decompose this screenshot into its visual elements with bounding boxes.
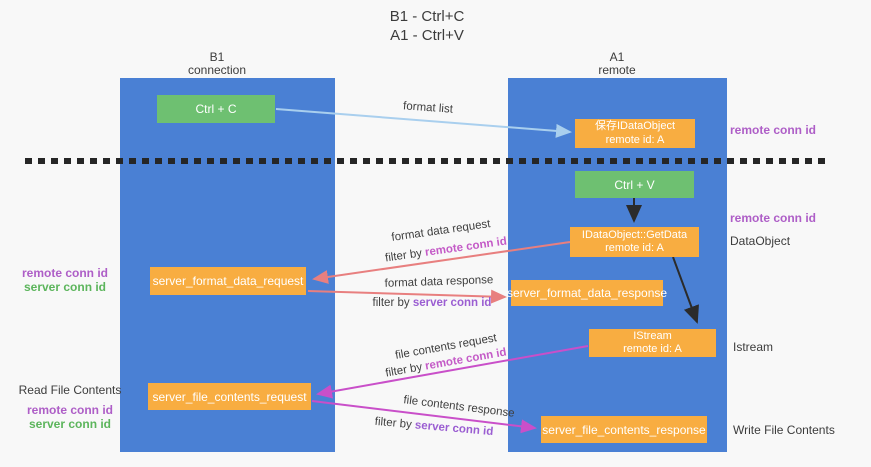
node-getdata-line2: remote id: A — [605, 242, 664, 254]
filter-prefix: filter by — [384, 246, 426, 265]
lane-b1-title: B1 — [209, 50, 225, 64]
edge-label-filter-file-response: filter by server conn id — [374, 416, 493, 438]
node-idataobject-getdata: IDataObject::GetData remote id: A — [570, 227, 699, 257]
node-saved-dataobject-line2: remote id: A — [605, 133, 665, 146]
edge-label-file-contents-response: file contents response — [402, 394, 516, 420]
node-server-format-data-request: server_format_data_request — [150, 267, 306, 295]
filter-prefix: filter by — [372, 297, 413, 309]
edge-label-format-data-response: format data response — [384, 274, 494, 290]
filter-server-conn-id: server conn id — [414, 419, 494, 439]
annotation-left-conn-ids-2: Read File Contents remote conn id server… — [18, 383, 122, 431]
annotation-istream: Istream — [733, 340, 774, 354]
node-server-format-data-response: server_format_data_response — [507, 280, 667, 306]
annotation-server-conn-id-left-2: server conn id — [28, 417, 112, 431]
annotation-server-conn-id-left-1: server conn id — [23, 280, 107, 294]
title-line-2: A1 - Ctrl+V — [390, 27, 464, 44]
edge-label-filter-format-response: filter by server conn id — [373, 297, 492, 309]
annotation-left-conn-ids-1: remote conn id server conn id — [15, 266, 115, 294]
annotation-remote-conn-id-top: remote conn id — [730, 123, 817, 137]
node-ctrl-v-label: Ctrl + V — [614, 177, 655, 192]
node-server-file-contents-response: server_file_contents_response — [541, 416, 707, 443]
annotation-remote-conn-id-left-1: remote conn id — [21, 266, 108, 280]
lane-header-b1: B1 connection — [188, 51, 246, 77]
annotation-remote-conn-id-left-2: remote conn id — [26, 403, 113, 417]
annotation-write-file-contents: Write File Contents — [733, 423, 835, 437]
node-server-file-contents-request-label: server_file_contents_request — [152, 389, 307, 404]
node-server-file-contents-request: server_file_contents_request — [148, 383, 311, 410]
annotation-remote-conn-id-mid: remote conn id — [730, 211, 817, 225]
node-ctrl-v: Ctrl + V — [575, 171, 694, 198]
lane-header-a1: A1 remote — [598, 51, 635, 77]
filter-server-conn-id: server conn id — [412, 297, 492, 309]
filter-prefix: filter by — [384, 360, 427, 380]
node-getdata-line1: IDataObject::GetData — [581, 228, 688, 241]
node-saved-dataobject: 保存IDataObject remote id: A — [575, 119, 695, 148]
lane-b1-subtitle: connection — [187, 63, 247, 77]
dashed-separator — [25, 158, 831, 164]
lane-a1-title: A1 — [609, 50, 625, 64]
node-istream: IStream remote id: A — [589, 329, 716, 357]
annotation-read-file-contents: Read File Contents — [18, 383, 122, 397]
title-line-1: B1 - Ctrl+C — [389, 8, 465, 25]
annotation-dataobject: DataObject — [730, 234, 791, 248]
node-server-file-contents-response-label: server_file_contents_response — [542, 422, 706, 437]
edge-label-format-list: format list — [402, 100, 454, 116]
node-istream-line1: IStream — [633, 329, 672, 342]
lane-a1-subtitle: remote — [598, 63, 636, 77]
node-ctrl-c-label: Ctrl + C — [195, 102, 237, 116]
diagram-title: B1 - Ctrl+C A1 - Ctrl+V — [390, 7, 465, 45]
node-server-format-data-request-label: server_format_data_request — [152, 274, 304, 288]
node-istream-line2: remote id: A — [623, 343, 682, 355]
filter-remote-conn-id: remote conn id — [424, 235, 508, 259]
node-server-format-data-response-label: server_format_data_response — [506, 286, 668, 300]
filter-prefix: filter by — [374, 415, 416, 432]
node-ctrl-c: Ctrl + C — [157, 95, 275, 123]
node-saved-dataobject-line1: 保存IDataObject — [594, 120, 676, 132]
